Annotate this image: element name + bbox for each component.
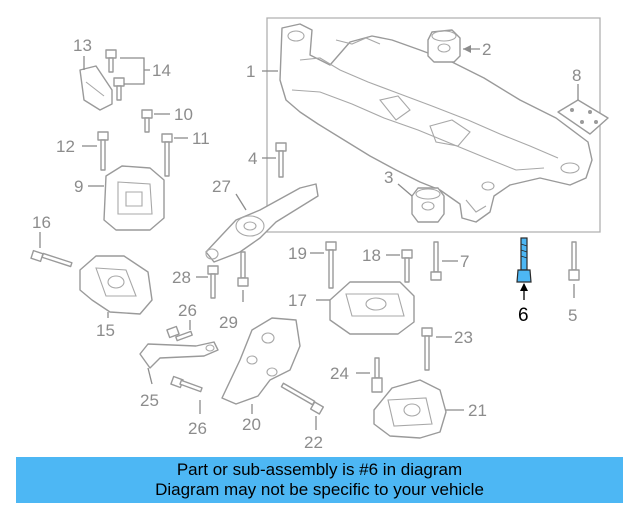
callout-18[interactable]: 18	[362, 246, 381, 265]
callout-25[interactable]: 25	[140, 391, 159, 410]
callout-24[interactable]: 24	[330, 364, 349, 383]
callout-23[interactable]: 23	[454, 328, 473, 347]
bracket-part-13[interactable]	[79, 65, 113, 111]
callout-11[interactable]: 11	[192, 129, 210, 148]
bolt-part-24[interactable]	[371, 357, 383, 393]
bolt-part-16[interactable]	[30, 249, 73, 268]
leader-3	[397, 183, 413, 197]
bolt-part-18[interactable]	[401, 249, 413, 283]
callout-5[interactable]: 5	[568, 306, 577, 325]
callout-29[interactable]: 29	[219, 313, 238, 332]
bolt-part-22[interactable]	[280, 382, 325, 415]
mount-part-17[interactable]	[329, 281, 415, 335]
bolt-part-29[interactable]	[237, 251, 249, 287]
callout-28[interactable]: 28	[172, 268, 191, 287]
torque-arm-part-27[interactable]	[205, 183, 319, 263]
callout-26b[interactable]: 26	[188, 419, 207, 438]
leader-25	[147, 367, 153, 385]
bushing-part-2[interactable]	[427, 29, 461, 63]
callout-4[interactable]: 4	[248, 149, 257, 168]
bolt-part-4[interactable]	[275, 142, 287, 178]
callout-2[interactable]: 2	[482, 40, 491, 59]
bolt-part-5[interactable]	[568, 241, 580, 281]
callout-20[interactable]: 20	[242, 415, 261, 434]
banner-line-part: Part or sub-assembly is #6 in diagram	[176, 460, 463, 479]
leader-14	[120, 57, 150, 85]
callout-27[interactable]: 27	[212, 177, 231, 196]
callout-26a[interactable]: 26	[178, 301, 197, 320]
bolt-part-26-upper[interactable]	[166, 325, 193, 342]
callout-8[interactable]: 8	[572, 66, 581, 85]
diagram-canvas: 1 2 3 8 4 13 14	[30, 17, 609, 452]
info-banner: Part or sub-assembly is #6 in diagram Di…	[16, 457, 623, 503]
callout-15[interactable]: 15	[96, 321, 115, 340]
bolt-part-19[interactable]	[325, 241, 337, 289]
parts-diagram: 1 2 3 8 4 13 14	[30, 17, 609, 452]
link-part-25[interactable]	[139, 341, 219, 369]
callout-17[interactable]: 17	[288, 291, 307, 310]
bolt-part-12[interactable]	[97, 131, 109, 171]
subframe-box	[266, 17, 601, 233]
bolt-part-14[interactable]	[105, 49, 125, 101]
bolt-part-23[interactable]	[421, 327, 433, 371]
callout-14[interactable]: 14	[152, 61, 171, 80]
callout-7[interactable]: 7	[460, 252, 469, 271]
plate-part-8[interactable]	[557, 99, 609, 135]
callout-16[interactable]: 16	[32, 213, 51, 232]
callout-12[interactable]: 12	[56, 137, 75, 156]
mount-part-9[interactable]	[103, 165, 165, 231]
mount-part-15[interactable]	[79, 255, 153, 315]
callout-13[interactable]: 13	[73, 36, 92, 55]
callout-6[interactable]: 6	[518, 305, 529, 326]
bolt-part-10[interactable]	[141, 109, 153, 133]
bolt-part-6-highlighted[interactable]	[516, 237, 532, 283]
bolt-part-11[interactable]	[161, 133, 173, 177]
bolt-part-7[interactable]	[430, 241, 442, 281]
callout-10[interactable]: 10	[174, 105, 193, 124]
callout-21[interactable]: 21	[468, 401, 487, 420]
bolt-part-28[interactable]	[207, 265, 219, 299]
bracket-part-20[interactable]	[221, 317, 301, 405]
banner-line-disclaimer: Diagram may not be specific to your vehi…	[155, 480, 484, 499]
subframe-part-1[interactable]	[279, 23, 593, 223]
callout-22[interactable]: 22	[304, 433, 323, 452]
callout-19[interactable]: 19	[288, 244, 307, 263]
leader-27	[235, 193, 247, 211]
mount-part-21[interactable]	[373, 379, 447, 439]
callout-9[interactable]: 9	[74, 177, 83, 196]
callout-1[interactable]: 1	[246, 62, 255, 81]
bolt-part-26-lower[interactable]	[170, 375, 203, 393]
bushing-part-3[interactable]	[411, 187, 445, 223]
callout-3[interactable]: 3	[384, 168, 393, 187]
